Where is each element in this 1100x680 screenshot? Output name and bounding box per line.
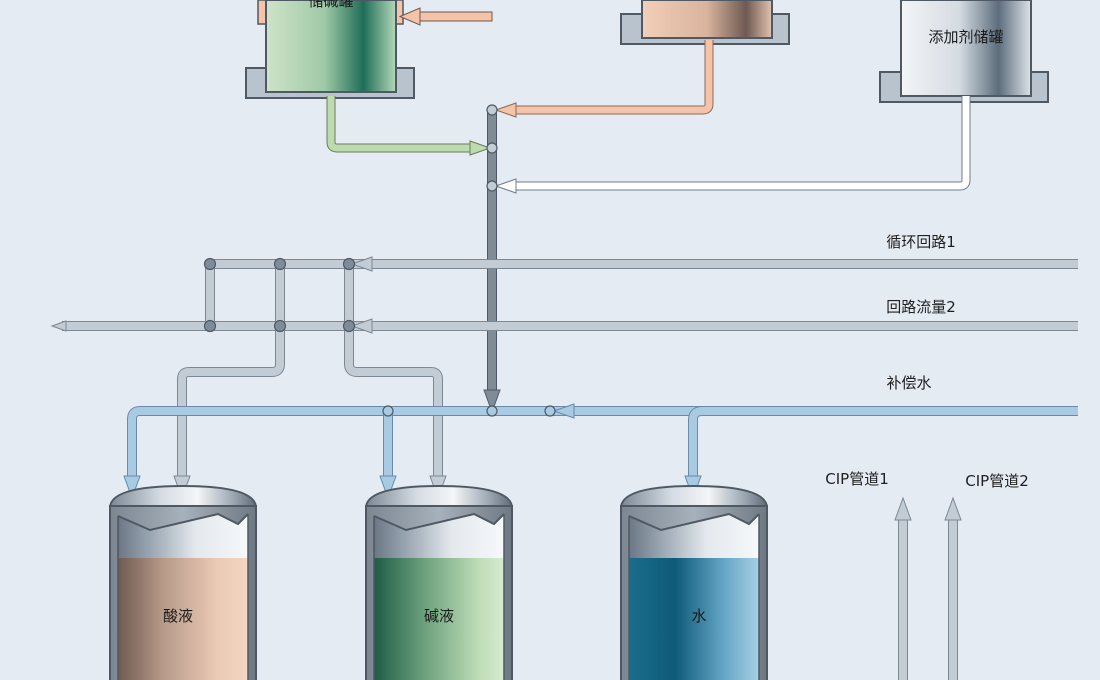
junction-node (273, 257, 287, 271)
junction-node (382, 405, 394, 417)
junction-node (486, 405, 498, 417)
loop-flow-2-line (50, 318, 1078, 334)
junction-node (273, 319, 287, 333)
junction-node (342, 319, 356, 333)
acid-tank: 酸液 (108, 484, 258, 680)
alkali-tank: 碱液 (364, 484, 514, 680)
cip-pipe-2 (944, 496, 962, 680)
acid-tank-liquid (118, 558, 248, 680)
additive-storage-tank: 添加剂储罐 (879, 0, 1049, 103)
loop-cross-connections (205, 264, 354, 326)
acid-tank-label: 酸液 (163, 607, 193, 625)
additive-storage-tank-label: 添加剂储罐 (928, 28, 1003, 46)
alkali-tank-label: 碱液 (424, 607, 454, 625)
makeup-water-label: 补偿水 (886, 374, 931, 392)
alkali-storage-tank: 储碱罐 (245, 0, 415, 99)
circulation-loop-1-line (210, 256, 1078, 272)
water-tank: 水 (619, 484, 769, 680)
loop-flow-2-label: 回路流量2 (886, 298, 956, 316)
junction-nodes (203, 104, 556, 417)
cip-pipe-1 (894, 496, 912, 680)
additive-feed-pipe (494, 96, 971, 194)
cip-pipe-2-label: CIP管道2 (965, 472, 1029, 490)
circulation-loop-1-label: 循环回路1 (886, 233, 956, 251)
junction-node (203, 257, 217, 271)
acid-feed-pipe (494, 40, 714, 118)
junction-node (203, 319, 217, 333)
junction-node (486, 142, 498, 154)
junction-node (486, 104, 498, 116)
water-to-alkali-branch (379, 411, 397, 500)
water-tank-label: 水 (691, 607, 706, 625)
water-tank-liquid (629, 558, 759, 680)
alkali-storage-tank-label: 储碱罐 (308, 0, 353, 10)
alkali-feed-pipe (326, 96, 492, 156)
junction-node (486, 180, 498, 192)
junction-node (544, 405, 556, 417)
makeup-water-line (123, 403, 1078, 500)
alkali-tank-liquid (374, 558, 504, 680)
water-to-water-tank-branch (684, 406, 710, 500)
main-dosing-pipe (483, 108, 501, 414)
alkali-inlet-arrow (398, 7, 493, 26)
junction-node (342, 257, 356, 271)
acid-storage-tank (620, 0, 790, 45)
cip-pipe-1-label: CIP管道1 (825, 470, 889, 488)
